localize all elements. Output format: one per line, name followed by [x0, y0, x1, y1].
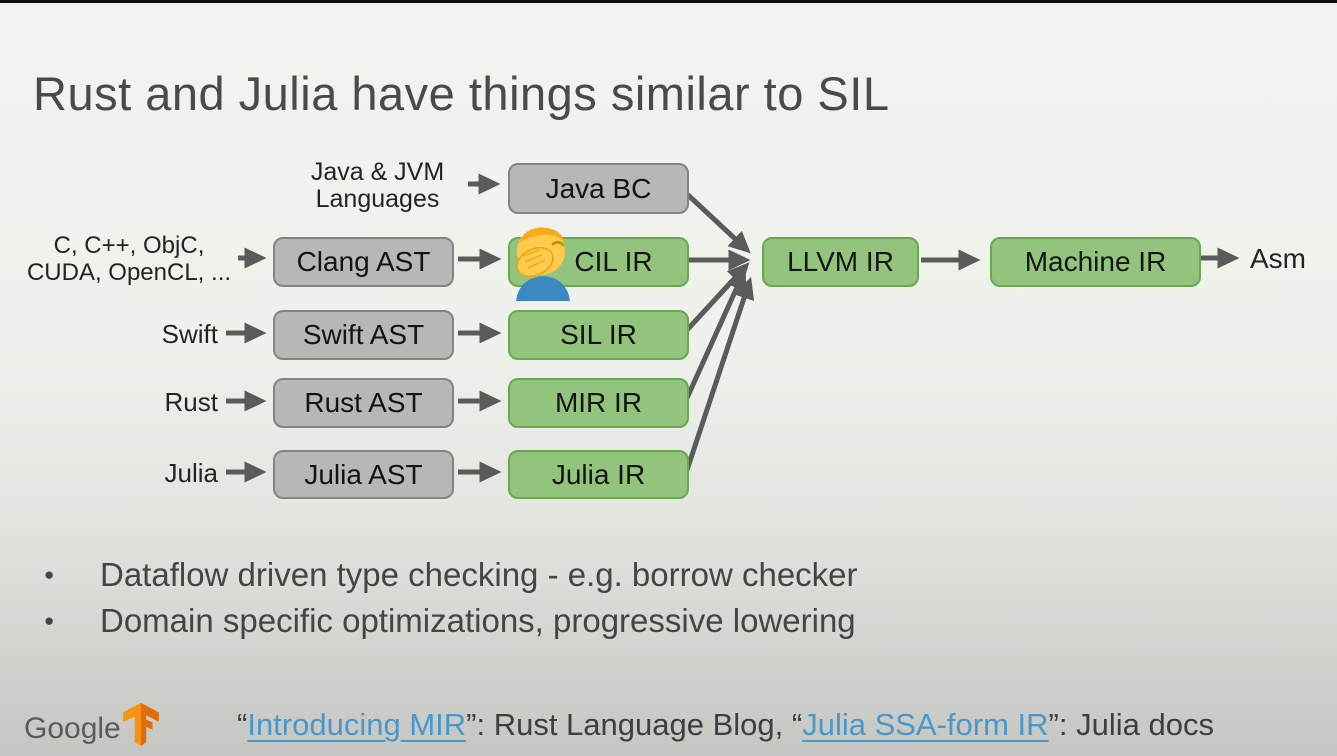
bullet-item: ● Domain specific optimizations, progres…	[44, 598, 858, 644]
node-swift-ast: Swift AST	[273, 310, 454, 360]
bullet-text: Dataflow driven type checking - e.g. bor…	[100, 556, 858, 593]
source-label-java: Java & JVM Languages	[310, 158, 445, 213]
introducing-mir-link[interactable]: Introducing MIR	[247, 707, 467, 742]
tensorflow-logo	[123, 702, 159, 746]
node-julia-ir: Julia IR	[508, 450, 689, 499]
node-machine-ir: Machine IR	[990, 237, 1201, 287]
citation-suffix: ”: Julia docs	[1048, 707, 1214, 742]
slide-title: Rust and Julia have things similar to SI…	[33, 67, 890, 120]
node-rust-ast: Rust AST	[273, 378, 454, 428]
citation: “Introducing MIR”: Rust Language Blog, “…	[237, 707, 1214, 743]
node-java-bc: Java BC	[508, 163, 689, 214]
bullet-item: ● Dataflow driven type checking - e.g. b…	[44, 552, 858, 598]
source-label-c-family: C, C++, ObjC, CUDA, OpenCL, ...	[26, 232, 232, 286]
julia-ssa-form-ir-link[interactable]: Julia SSA-form IR	[802, 707, 1049, 742]
source-label-julia: Julia	[164, 458, 218, 488]
bullet-text: Domain specific optimizations, progressi…	[100, 602, 856, 639]
bullet-dot-icon: ●	[44, 611, 55, 630]
node-llvm-ir: LLVM IR	[762, 237, 919, 287]
asm-output-label: Asm	[1250, 243, 1306, 274]
letterbox-top	[0, 0, 1337, 3]
facepalm-emoji	[516, 227, 570, 301]
node-sil-ir: SIL IR	[508, 310, 689, 360]
node-julia-ast: Julia AST	[273, 450, 454, 499]
node-clang-ast: Clang AST	[273, 237, 454, 287]
node-mir-ir: MIR IR	[508, 378, 689, 428]
citation-mid: ”: Rust Language Blog, “	[466, 707, 803, 742]
citation-quote-open: “	[237, 707, 248, 742]
source-label-rust: Rust	[164, 387, 218, 417]
bullet-dot-icon: ●	[44, 565, 55, 584]
google-wordmark: Google	[24, 712, 121, 745]
source-label-swift: Swift	[161, 319, 218, 349]
bullet-list: ● Dataflow driven type checking - e.g. b…	[44, 552, 858, 644]
